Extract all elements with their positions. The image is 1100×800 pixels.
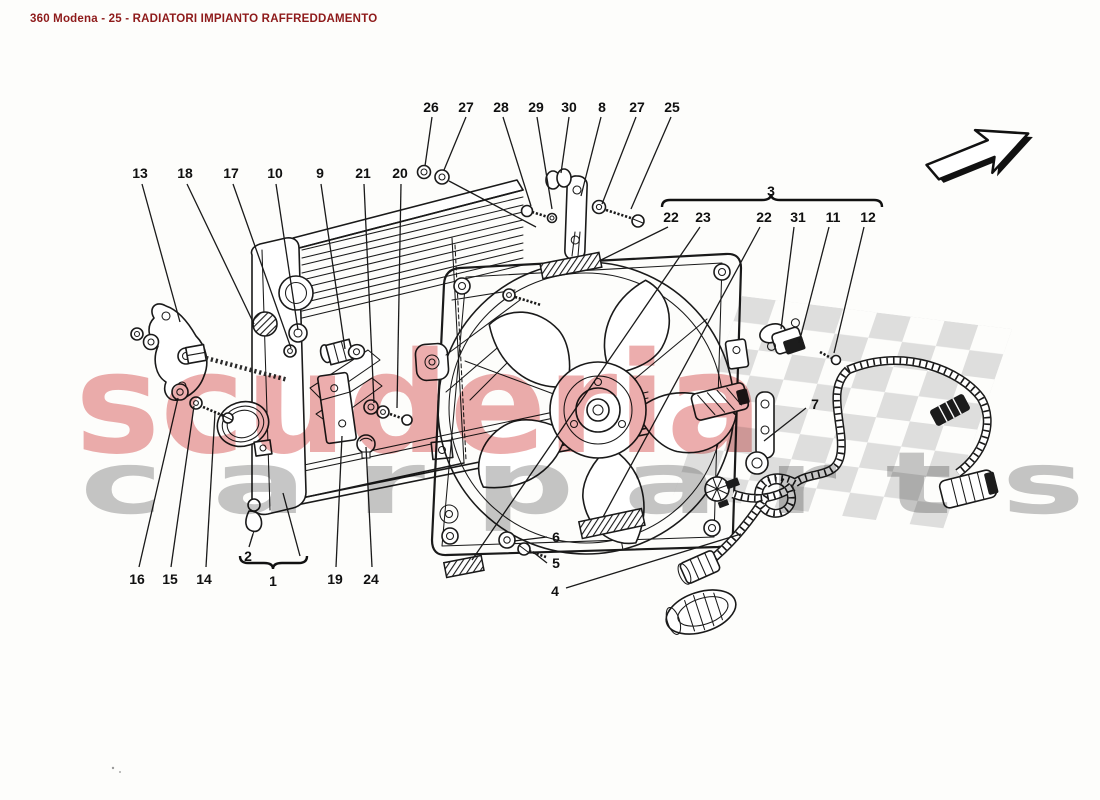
leader-line-26 — [448, 180, 537, 228]
callout-17: 17 — [223, 165, 239, 181]
leader-line-20 — [396, 183, 402, 409]
connector-round — [704, 476, 740, 509]
leader-line-21 — [363, 183, 375, 404]
leader-line-24 — [365, 446, 373, 568]
wiring-harness — [665, 356, 999, 635]
leader-line-18 — [186, 183, 255, 325]
callout-11: 11 — [826, 209, 841, 225]
leader-line-9 — [320, 183, 346, 350]
callout-23: 23 — [695, 209, 711, 225]
leader-line-14 — [205, 412, 216, 568]
leader-line-13 — [141, 183, 181, 323]
thermo-switch — [759, 318, 806, 355]
leader-line-5 — [532, 551, 548, 564]
leader-line-17 — [232, 183, 292, 349]
part-labels — [442, 251, 646, 579]
callout-14: 14 — [196, 571, 212, 587]
leader-line-19 — [335, 435, 343, 568]
callout-27: 27 — [629, 99, 645, 115]
rubber-bush — [545, 168, 572, 190]
page-title: 360 Modena - 25 - RADIATORI IMPIANTO RAF… — [30, 13, 378, 25]
callout-4: 4 — [551, 583, 559, 599]
connector-oval — [665, 589, 737, 635]
callout-5: 5 — [552, 555, 560, 571]
callout-20: 20 — [392, 165, 408, 181]
callout-2: 2 — [244, 548, 252, 564]
group-brace-1 — [238, 555, 309, 570]
callout-3: 3 — [767, 183, 775, 199]
forward-direction-arrow-icon — [925, 128, 1033, 183]
callout-8: 8 — [598, 99, 606, 115]
leader-line-25 — [282, 492, 301, 557]
leader-line-8 — [580, 116, 602, 197]
group-brace-3 — [660, 193, 884, 208]
callout-31: 31 — [790, 209, 806, 225]
temperature-sender — [319, 338, 366, 366]
shroud-mount-tab — [414, 342, 450, 382]
fan-motor-hub — [549, 361, 647, 459]
callout-27: 27 — [458, 99, 474, 115]
leader-line-4 — [565, 533, 742, 589]
leader-line-12 — [833, 226, 865, 354]
callout-28: 28 — [493, 99, 509, 115]
callout-12: 12 — [860, 209, 876, 225]
leader-line-25 — [630, 116, 672, 210]
callout-22: 22 — [663, 209, 679, 225]
drain-plug — [245, 498, 263, 541]
connector-flat — [930, 394, 970, 426]
leader-line-6 — [513, 536, 548, 542]
upper-bracket — [564, 175, 588, 261]
callout-21: 21 — [355, 165, 371, 181]
leader-line-7 — [763, 407, 807, 442]
fan-screw-washer — [498, 531, 547, 559]
nut — [130, 327, 144, 341]
small-bolt — [819, 350, 842, 366]
callout-18: 18 — [177, 165, 193, 181]
leader-line-15 — [170, 405, 195, 568]
leader-line-31 — [780, 226, 795, 330]
leader-line-29 — [536, 116, 553, 210]
leader-line-30 — [560, 116, 570, 174]
callout-13: 13 — [132, 165, 148, 181]
leader-line-11 — [798, 226, 830, 344]
connector-large — [938, 469, 999, 509]
callout-30: 30 — [561, 99, 577, 115]
leader-line-10 — [275, 183, 299, 331]
washer — [434, 169, 450, 185]
harness-bracket — [745, 391, 775, 475]
leader-line-16 — [138, 397, 179, 568]
connector-cylinder — [677, 550, 721, 585]
support-plate — [317, 371, 357, 445]
fan-relay — [690, 382, 750, 421]
callout-7: 7 — [811, 396, 819, 412]
radiator-bracket — [148, 303, 208, 402]
leader-line-22 — [600, 226, 669, 261]
leader-line-28 — [502, 116, 532, 207]
leader-line-22 — [602, 226, 761, 518]
callout-9: 9 — [316, 165, 324, 181]
leader-line-27 — [443, 116, 467, 171]
callout-15: 15 — [162, 571, 178, 587]
callout-26: 26 — [423, 99, 439, 115]
leader-line-2 — [248, 533, 254, 548]
callout-19: 19 — [327, 571, 343, 587]
callout-22: 22 — [756, 209, 772, 225]
nut — [416, 164, 432, 180]
stud-bolt — [184, 343, 208, 365]
callout-6: 6 — [552, 529, 560, 545]
callout-25: 25 — [664, 99, 680, 115]
top-bracket-hardware — [416, 164, 645, 261]
callout-10: 10 — [267, 165, 283, 181]
leader-line-23 — [471, 226, 701, 561]
callout-1: 1 — [269, 573, 277, 589]
print-specks — [111, 766, 121, 773]
callout-24: 24 — [363, 571, 379, 587]
leader-line-27 — [601, 116, 637, 205]
leader-line-26 — [424, 116, 433, 167]
callout-16: 16 — [129, 571, 145, 587]
left-mounting-hardware — [130, 303, 413, 459]
callout-29: 29 — [528, 99, 544, 115]
washer — [142, 333, 160, 351]
